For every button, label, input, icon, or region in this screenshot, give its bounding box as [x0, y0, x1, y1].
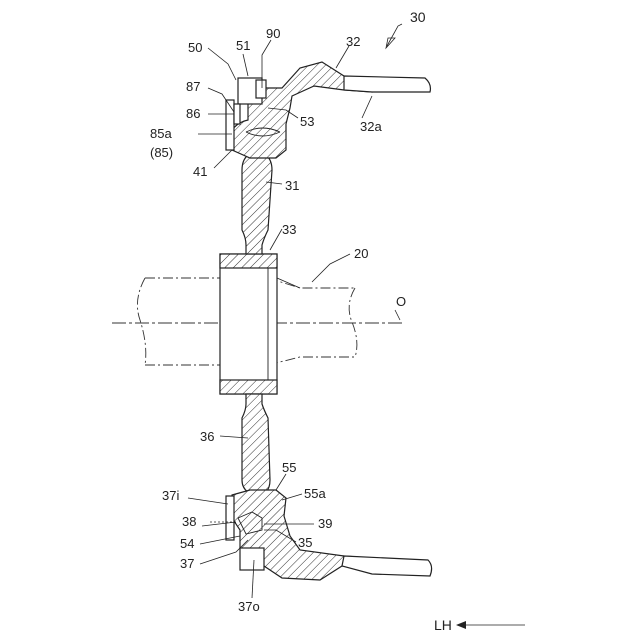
label-37o: 37o [238, 599, 260, 614]
label-90: 90 [266, 26, 280, 41]
label-53: 53 [300, 114, 314, 129]
label-32a: 32a [360, 119, 382, 134]
label-35: 35 [298, 535, 312, 550]
lh-direction-arrow [456, 621, 525, 629]
label-36: 36 [200, 429, 214, 444]
label-86: 86 [186, 106, 200, 121]
label-50: 50 [188, 40, 202, 55]
label-55: 55 [282, 460, 296, 475]
label-41: 41 [193, 164, 207, 179]
upper-rim-32 [226, 62, 430, 158]
reference-labels: 30 32 90 51 50 87 86 53 32a 85a (85) 41 … [150, 9, 452, 633]
label-31: 31 [285, 178, 299, 193]
lower-rim-37 [210, 490, 432, 580]
web-36 [242, 394, 270, 492]
label-32: 32 [346, 34, 360, 49]
label-54: 54 [180, 536, 194, 551]
label-30: 30 [410, 9, 426, 25]
label-lh: LH [434, 617, 452, 633]
label-20: 20 [354, 246, 368, 261]
label-o: O [396, 294, 406, 309]
label-39: 39 [318, 516, 332, 531]
hub-33 [220, 254, 300, 394]
label-85a: 85a [150, 126, 172, 141]
label-55a: 55a [304, 486, 326, 501]
label-33: 33 [282, 222, 296, 237]
label-37: 37 [180, 556, 194, 571]
label-37i: 37i [162, 488, 179, 503]
label-87: 87 [186, 79, 200, 94]
web-31 [242, 155, 272, 254]
label-38: 38 [182, 514, 196, 529]
label-51: 51 [236, 38, 250, 53]
label-85: (85) [150, 145, 173, 160]
